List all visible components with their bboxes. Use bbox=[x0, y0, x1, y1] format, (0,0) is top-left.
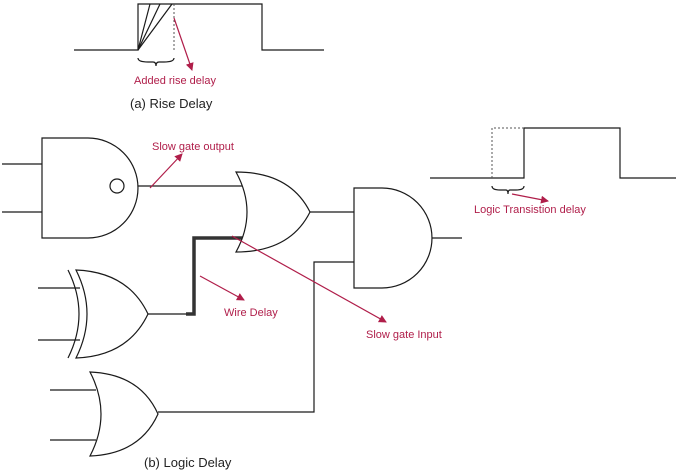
wire-delay-arrow bbox=[199, 275, 245, 301]
xor-gate bbox=[67, 269, 149, 359]
slow-gate-output-label: Slow gate output bbox=[152, 141, 234, 153]
logic-delay-caption: (b) Logic Delay bbox=[144, 455, 232, 470]
slow-wire bbox=[186, 236, 246, 316]
rise-delay-arrow bbox=[173, 17, 194, 71]
logic-transition-arrow bbox=[511, 193, 549, 204]
or-gate bbox=[234, 171, 311, 253]
and-gate bbox=[353, 187, 433, 289]
slow-gate-input-arrow bbox=[231, 235, 387, 323]
rise-delay-waveform bbox=[74, 3, 324, 51]
or-gate-bottom bbox=[88, 371, 159, 457]
logic-transition-annotation: Logic Transistion delay bbox=[474, 204, 586, 216]
wire-delay-label: Wire Delay bbox=[224, 307, 278, 319]
logic-transition-brace bbox=[491, 185, 525, 195]
rise-delay-annotation: Added rise delay bbox=[134, 75, 216, 87]
slow-gate-input-label: Slow gate Input bbox=[366, 329, 442, 341]
nand-gate bbox=[41, 137, 139, 239]
circuit-wires bbox=[2, 163, 462, 441]
rise-delay-brace bbox=[137, 57, 175, 67]
logic-transition-waveform bbox=[430, 127, 676, 179]
slow-gate-output-arrow bbox=[149, 153, 183, 189]
rise-delay-caption: (a) Rise Delay bbox=[130, 96, 213, 111]
